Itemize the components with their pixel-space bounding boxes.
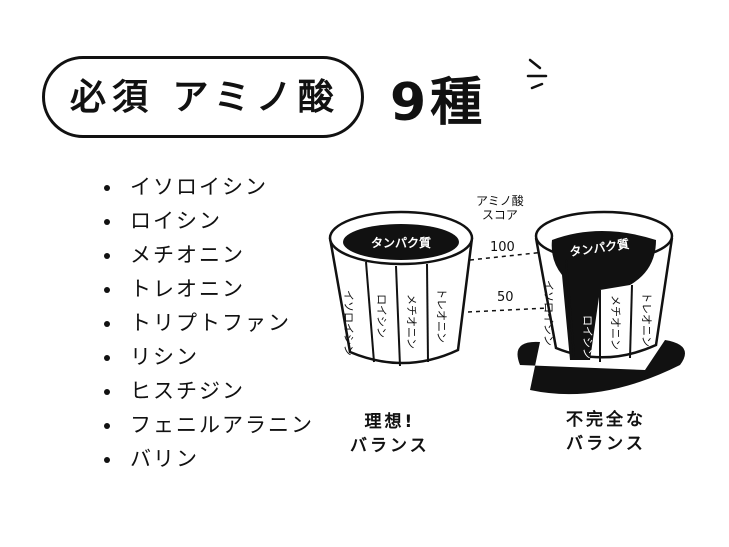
incomplete-barrel [517,210,685,395]
stave-label: イソロイシン [342,290,355,356]
barrel-illustration: タンパク質 イソロイシン ロイシン メチオニン トレオニン タンパク質 イソロイ… [328,210,685,395]
bullet-dot [104,355,110,361]
list-item: リシン [104,340,314,374]
bullet-dot [104,321,110,327]
amino-acid-list: イソロイシン ロイシン メチオニン トレオニン トリプトファン リシン ヒスチジ… [104,170,314,476]
bullet-dot [104,389,110,395]
bullet-dot [104,185,110,191]
list-item: イソロイシン [104,170,314,204]
level-line-100 [469,251,546,261]
page-title: 必須 アミノ酸 [70,77,340,118]
bullet-dot [104,219,110,225]
list-item: トレオニン [104,272,314,306]
bullet-dot [104,457,110,463]
level-line-50 [467,307,549,313]
list-item: バリン [104,442,314,476]
tick-100: 100 [490,240,515,255]
stave-label: ロイシン [581,315,594,359]
score-label: アミノ酸 スコア [476,194,524,222]
ideal-barrel [328,210,474,367]
stave-label: メチオニン [609,295,622,350]
bullet-dot [104,423,110,429]
stave-label: ロイシン [375,294,388,338]
list-item: トリプトファン [104,306,314,340]
stave-label: トレオニン [435,288,448,343]
stave-label: トレオニン [640,292,653,347]
title-pill [42,56,364,138]
list-item: ロイシン [104,204,314,238]
tick-50: 50 [497,290,514,305]
list-item: メチオニン [104,238,314,272]
list-item: フェニルアラニン [104,408,314,442]
caption-ideal: 理想! バランス [350,412,430,456]
caption-incomplete: 不完全な バランス [566,410,646,454]
bullet-dot [104,287,110,293]
stave-label: イソロイシン [542,280,555,346]
sparkle-icon [526,58,548,90]
list-item: ヒスチジン [104,374,314,408]
bullet-dot [104,253,110,259]
protein-label-left: タンパク質 [371,235,431,250]
stave-label: メチオニン [405,294,418,349]
title-count: 9種 [390,73,487,133]
